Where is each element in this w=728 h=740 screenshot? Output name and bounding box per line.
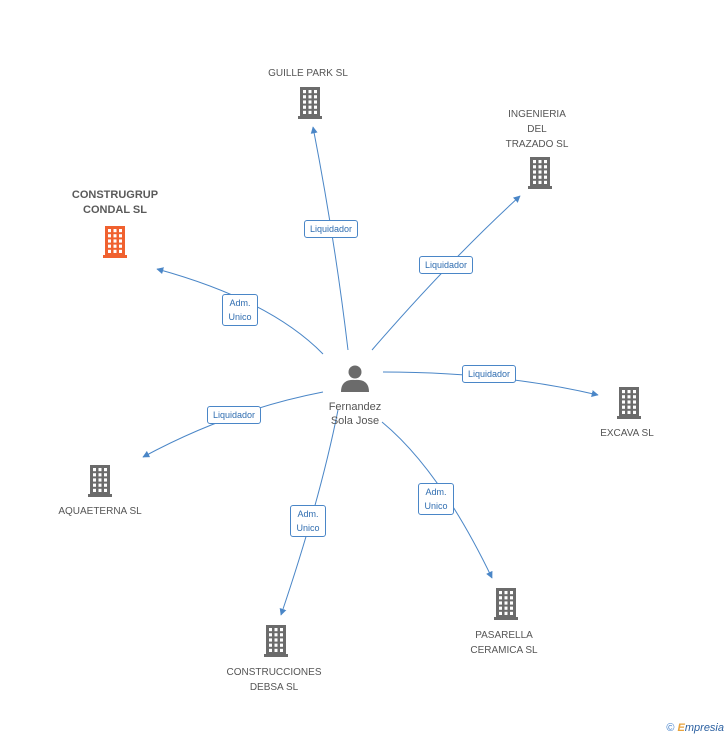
company-label-pasarella[interactable]: PASARELLA CERAMICA SL: [470, 628, 537, 658]
edge-guille: [310, 126, 349, 351]
company-name-line: PASARELLA: [475, 630, 533, 641]
building-icon-guille[interactable]: [298, 87, 322, 119]
relation-label-line: Unico: [424, 501, 448, 511]
relation-label-line: Unico: [296, 523, 320, 533]
company-label-ingenieria[interactable]: INGENIERIA DEL TRAZADO SL: [506, 107, 569, 152]
building-icon-ingenieria[interactable]: [528, 157, 552, 189]
company-label-guille[interactable]: GUILLE PARK SL: [268, 66, 348, 81]
building-icon-excava[interactable]: [617, 387, 641, 419]
company-name-line: GUILLE PARK SL: [268, 68, 348, 79]
company-name-line: AQUAETERNA SL: [58, 506, 142, 517]
icons-group: [88, 87, 641, 657]
company-label-construcciones[interactable]: CONSTRUCCIONES DEBSA SL: [226, 665, 321, 695]
person-icon[interactable]: [341, 365, 369, 393]
relation-label-line: Liquidador: [212, 410, 256, 420]
company-label-aquaeterna[interactable]: AQUAETERNA SL: [58, 504, 141, 519]
edges-group: [142, 126, 599, 616]
relation-label-line: Adm.: [297, 509, 319, 519]
relation-label-ingenieria[interactable]: Liquidador: [418, 256, 474, 274]
relation-label-line: Liquidador: [424, 260, 468, 270]
relation-label-pasarella[interactable]: Adm. Unico: [418, 483, 454, 515]
building-icon-aquaeterna[interactable]: [88, 465, 112, 497]
brand-logo-text: mpresia: [684, 722, 724, 734]
company-name-line: EXCAVA SL: [600, 428, 654, 439]
relation-label-line: Liquidador: [309, 224, 353, 234]
company-name-line: CONSTRUGRUP: [71, 189, 159, 201]
footer-brand[interactable]: ©Empresia: [666, 722, 724, 734]
relation-label-aquaeterna[interactable]: Liquidador: [206, 406, 262, 424]
relation-label-line: Liquidador: [467, 369, 511, 379]
building-icon-pasarella[interactable]: [494, 588, 518, 620]
building-icon-construcciones[interactable]: [264, 625, 288, 657]
relation-label-guille[interactable]: Liquidador: [303, 220, 359, 238]
company-name-line: CONSTRUCCIONES: [226, 667, 322, 678]
relation-label-line: Adm.: [229, 298, 251, 308]
relation-label-construgrup[interactable]: Adm. Unico: [222, 294, 258, 326]
relation-label-construcciones[interactable]: Adm. Unico: [290, 505, 326, 537]
relation-label-line: Unico: [228, 312, 252, 322]
company-name-line: DEL: [527, 124, 547, 135]
center-person-label[interactable]: Fernandez Sola Jose: [310, 400, 400, 428]
company-name-line: DEBSA SL: [249, 682, 299, 693]
company-name-line: CERAMICA SL: [470, 645, 538, 656]
company-label-construgrup[interactable]: CONSTRUGRUP CONDAL SL: [72, 188, 158, 218]
copyright-icon: ©: [666, 722, 675, 734]
relation-label-excava[interactable]: Liquidador: [461, 365, 517, 383]
brand-logo-initial: E: [677, 722, 685, 734]
company-name-line: INGENIERIA: [508, 109, 566, 120]
company-name-line: TRAZADO SL: [505, 139, 569, 150]
center-name-line-1: Fernandez: [328, 401, 382, 413]
edge-aquaeterna: [142, 391, 324, 458]
center-name-line-2: Sola Jose: [330, 415, 380, 427]
company-label-excava[interactable]: EXCAVA SL: [600, 426, 654, 441]
company-name-line: CONDAL SL: [83, 204, 147, 216]
building-icon-construgrup[interactable]: [103, 226, 127, 258]
relation-label-line: Adm.: [425, 487, 447, 497]
